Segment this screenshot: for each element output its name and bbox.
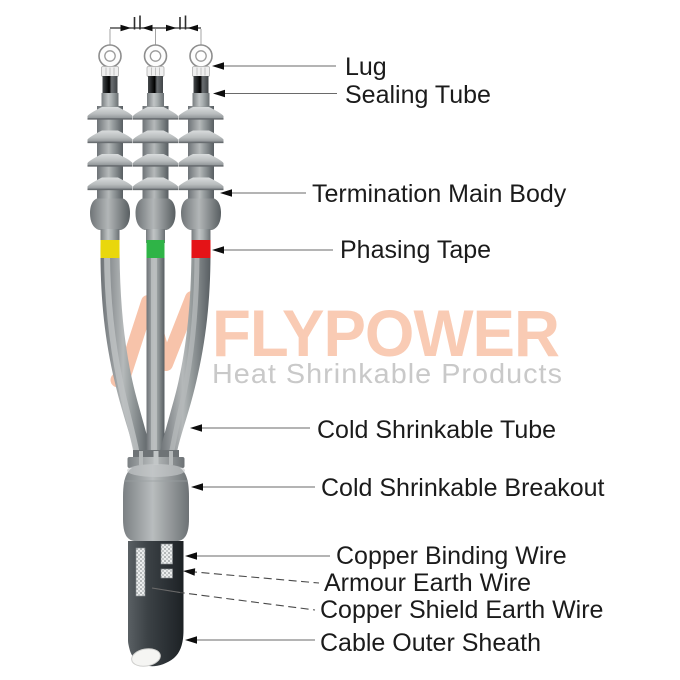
leader-lines	[151, 62, 337, 644]
phasing-tapes	[100, 240, 211, 258]
label-sealing-tube: Sealing Tube	[345, 81, 491, 109]
watermark-logo: FLYPOWER Heat Shrinkable Products	[110, 290, 563, 389]
label-armour-earth-wire: Armour Earth Wire	[324, 569, 531, 597]
cold-shrinkable-tubes	[100, 243, 211, 455]
label-cable-outer-sheath: Cable Outer Sheath	[320, 629, 541, 657]
cable-cut-end	[131, 648, 161, 667]
termination-3	[177, 28, 225, 244]
termination-1	[86, 28, 134, 244]
label-cold-shrinkable-breakout: Cold Shrinkable Breakout	[321, 474, 605, 502]
label-cold-shrinkable-tube: Cold Shrinkable Tube	[317, 416, 556, 444]
brand-tagline: Heat Shrinkable Products	[212, 358, 563, 389]
armour-earth-wire-strip	[160, 543, 173, 565]
phasing-tape-yellow	[100, 240, 120, 258]
termination-2	[132, 28, 179, 244]
label-copper-binding-wire: Copper Binding Wire	[336, 542, 567, 570]
cold-shrinkable-breakout	[123, 450, 189, 541]
dimension-marks	[110, 15, 201, 32]
brand-text: FLYPOWER	[212, 296, 559, 370]
cable	[128, 541, 184, 667]
label-phasing-tape: Phasing Tape	[340, 236, 491, 264]
label-lug: Lug	[345, 53, 387, 81]
leader-armour-earth-wire	[188, 570, 320, 584]
label-termination-main-body: Termination Main Body	[312, 180, 567, 208]
part-labels: Lug Sealing Tube Termination Main Body P…	[312, 53, 605, 657]
phasing-tape-green	[146, 240, 165, 258]
label-copper-shield-earth-wire: Copper Shield Earth Wire	[320, 596, 603, 624]
phasing-tape-red	[191, 240, 211, 258]
left-leg-tube	[100, 243, 151, 452]
copper-shield-earth-wire-strip	[135, 547, 146, 597]
